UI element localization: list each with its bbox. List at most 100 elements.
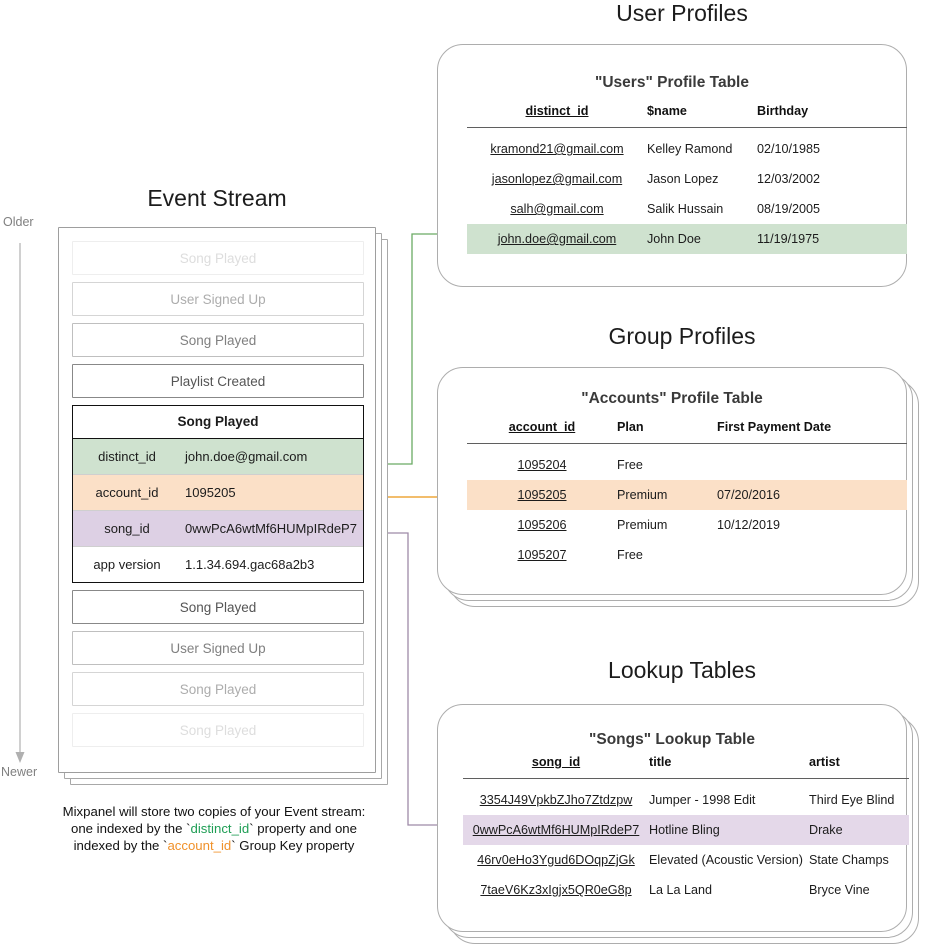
lookup-tables-section-title: Lookup Tables: [608, 657, 756, 683]
table-row[interactable]: salh@gmail.com Salik Hussain 08/19/2005: [467, 194, 907, 224]
table-row[interactable]: 1095204 Free: [467, 444, 907, 481]
event-box[interactable]: Song Played: [72, 241, 364, 275]
caption-line-2b: ` property and one: [249, 821, 357, 836]
event-property-key: distinct_id: [98, 449, 156, 464]
table-cell: 07/20/2016: [717, 480, 907, 510]
table-cell: 1095206: [517, 518, 567, 532]
event-stream-title: Event Stream: [147, 185, 287, 211]
table-cell: Jumper - 1998 Edit: [649, 793, 756, 807]
event-property-row: account_id 1095205: [73, 475, 363, 511]
table-cell: Jason Lopez: [647, 172, 719, 186]
event-property-value: 1.1.34.694.gac68a2b3: [185, 557, 315, 572]
column-header: artist: [809, 755, 840, 769]
table-cell: salh@gmail.com: [510, 202, 604, 216]
column-header: $name: [647, 104, 687, 118]
table-row[interactable]: 7taeV6Kz3xIgjx5QR0eG8p La La Land Bryce Vi…: [463, 875, 909, 905]
timeline-newer-label: Newer: [1, 765, 38, 779]
table-cell: State Champs: [809, 853, 889, 867]
table-cell: Hotline Bling: [649, 815, 809, 845]
table-cell: 3354J49VpkbZJho7Ztdzpw: [479, 793, 633, 807]
event-property-key: song_id: [104, 521, 150, 536]
table-cell: 0wwPcA6wtMf6HUMpIRdeP7: [463, 815, 649, 845]
table-row[interactable]: 3354J49VpkbZJho7Ztdzpw Jumper - 1998 Edit…: [463, 779, 909, 816]
table-row[interactable]: 46rv0eHo3Ygud6DOqpZjGk Elevated (Acoustic…: [463, 845, 909, 875]
column-header: account_id: [508, 420, 576, 434]
event-property-row: app version 1.1.34.694.gac68a2b3: [73, 547, 363, 582]
user-profiles-section-title: User Profiles: [616, 0, 748, 26]
table-cell: john.doe@gmail.com: [467, 224, 647, 254]
caption-line-3a: indexed by the `: [73, 838, 168, 853]
table-cell: kramond21@gmail.com: [490, 142, 624, 156]
column-header: Plan: [617, 420, 644, 434]
table-cell: Salik Hussain: [647, 202, 724, 216]
table-cell: Premium: [617, 480, 717, 510]
event-property-key: app version: [93, 557, 161, 572]
table-cell: Bryce Vine: [809, 883, 870, 897]
event-stream-caption: Mixpanel will store two copies of your E…: [28, 803, 400, 854]
table-cell: La La Land: [649, 883, 713, 897]
caption-line-1: Mixpanel will store two copies of your E…: [62, 804, 366, 819]
event-property-row: distinct_id john.doe@gmail.com: [73, 439, 363, 475]
column-header: title: [649, 755, 672, 769]
table-cell: [717, 540, 907, 570]
table-cell: 1095205: [467, 480, 617, 510]
table-cell: 08/19/2005: [757, 202, 821, 216]
event-box[interactable]: Song Played: [72, 672, 364, 706]
caption-line-3b: ` Group Key property: [231, 838, 355, 853]
expanded-event-title: Song Played: [73, 406, 363, 439]
caption-token-account-id: account_id: [167, 838, 232, 853]
group-profiles-table-title: "Accounts" Profile Table: [581, 390, 763, 407]
user-profiles-table-title: "Users" Profile Table: [595, 74, 749, 91]
expanded-event-card[interactable]: Song Played distinct_id john.doe@gmail.com…: [72, 405, 364, 583]
users-profile-table: distinct_id $name Birthday kramond21@gmail.…: [467, 104, 907, 254]
table-cell: 10/12/2019: [717, 518, 781, 532]
table-cell: John Doe: [647, 224, 757, 254]
caption-token-distinct-id: distinct_id: [190, 821, 250, 836]
table-cell: 02/10/1985: [757, 142, 821, 156]
table-cell: Third Eye Blind: [809, 793, 895, 807]
table-cell: Elevated (Acoustic Version): [649, 853, 803, 867]
event-box[interactable]: Song Played: [72, 713, 364, 747]
column-header: song_id: [531, 755, 581, 769]
column-header: Birthday: [757, 104, 809, 118]
table-row[interactable]: kramond21@gmail.com Kelley Ramond 02/10/19…: [467, 128, 907, 165]
column-header: distinct_id: [525, 104, 589, 118]
table-cell: Free: [617, 548, 643, 562]
table-cell: 7taeV6Kz3xIgjx5QR0eG8p: [480, 883, 632, 897]
event-box[interactable]: Song Played: [72, 590, 364, 624]
column-header: First Payment Date: [717, 420, 832, 434]
table-cell: Kelley Ramond: [647, 142, 733, 156]
event-box[interactable]: Playlist Created: [72, 364, 364, 398]
timeline-older-label: Older: [3, 215, 34, 229]
event-property-value: 0wwPcA6wtMf6HUMpIRdeP7: [185, 521, 357, 536]
table-cell: Free: [617, 458, 643, 472]
timeline-axis: Older Newer: [0, 215, 62, 785]
songs-lookup-table: song_id title artist 3354J49VpkbZJho7Ztdzpw…: [463, 755, 909, 905]
lookup-tables-table-title: "Songs" Lookup Table: [589, 731, 755, 748]
event-box[interactable]: User Signed Up: [72, 282, 364, 316]
table-row[interactable]: 1095206 Premium 10/12/2019: [467, 510, 907, 540]
event-box[interactable]: Song Played: [72, 323, 364, 357]
table-cell: 11/19/1975: [757, 224, 907, 254]
event-property-value: 1095205: [185, 485, 236, 500]
table-cell: 1095207: [517, 548, 567, 562]
table-cell: Premium: [617, 518, 668, 532]
event-property-value: john.doe@gmail.com: [185, 449, 308, 464]
group-profiles-section-title: Group Profiles: [608, 323, 756, 349]
event-property-row: song_id 0wwPcA6wtMf6HUMpIRdeP7: [73, 511, 363, 547]
table-cell: [717, 444, 907, 481]
event-box[interactable]: User Signed Up: [72, 631, 364, 665]
event-property-key: account_id: [95, 485, 159, 500]
table-cell: 46rv0eHo3Ygud6DOqpZjGk: [477, 853, 635, 867]
table-cell: 1095204: [517, 458, 567, 472]
table-cell: 12/03/2002: [757, 172, 821, 186]
table-row[interactable]: 1095207 Free: [467, 540, 907, 570]
